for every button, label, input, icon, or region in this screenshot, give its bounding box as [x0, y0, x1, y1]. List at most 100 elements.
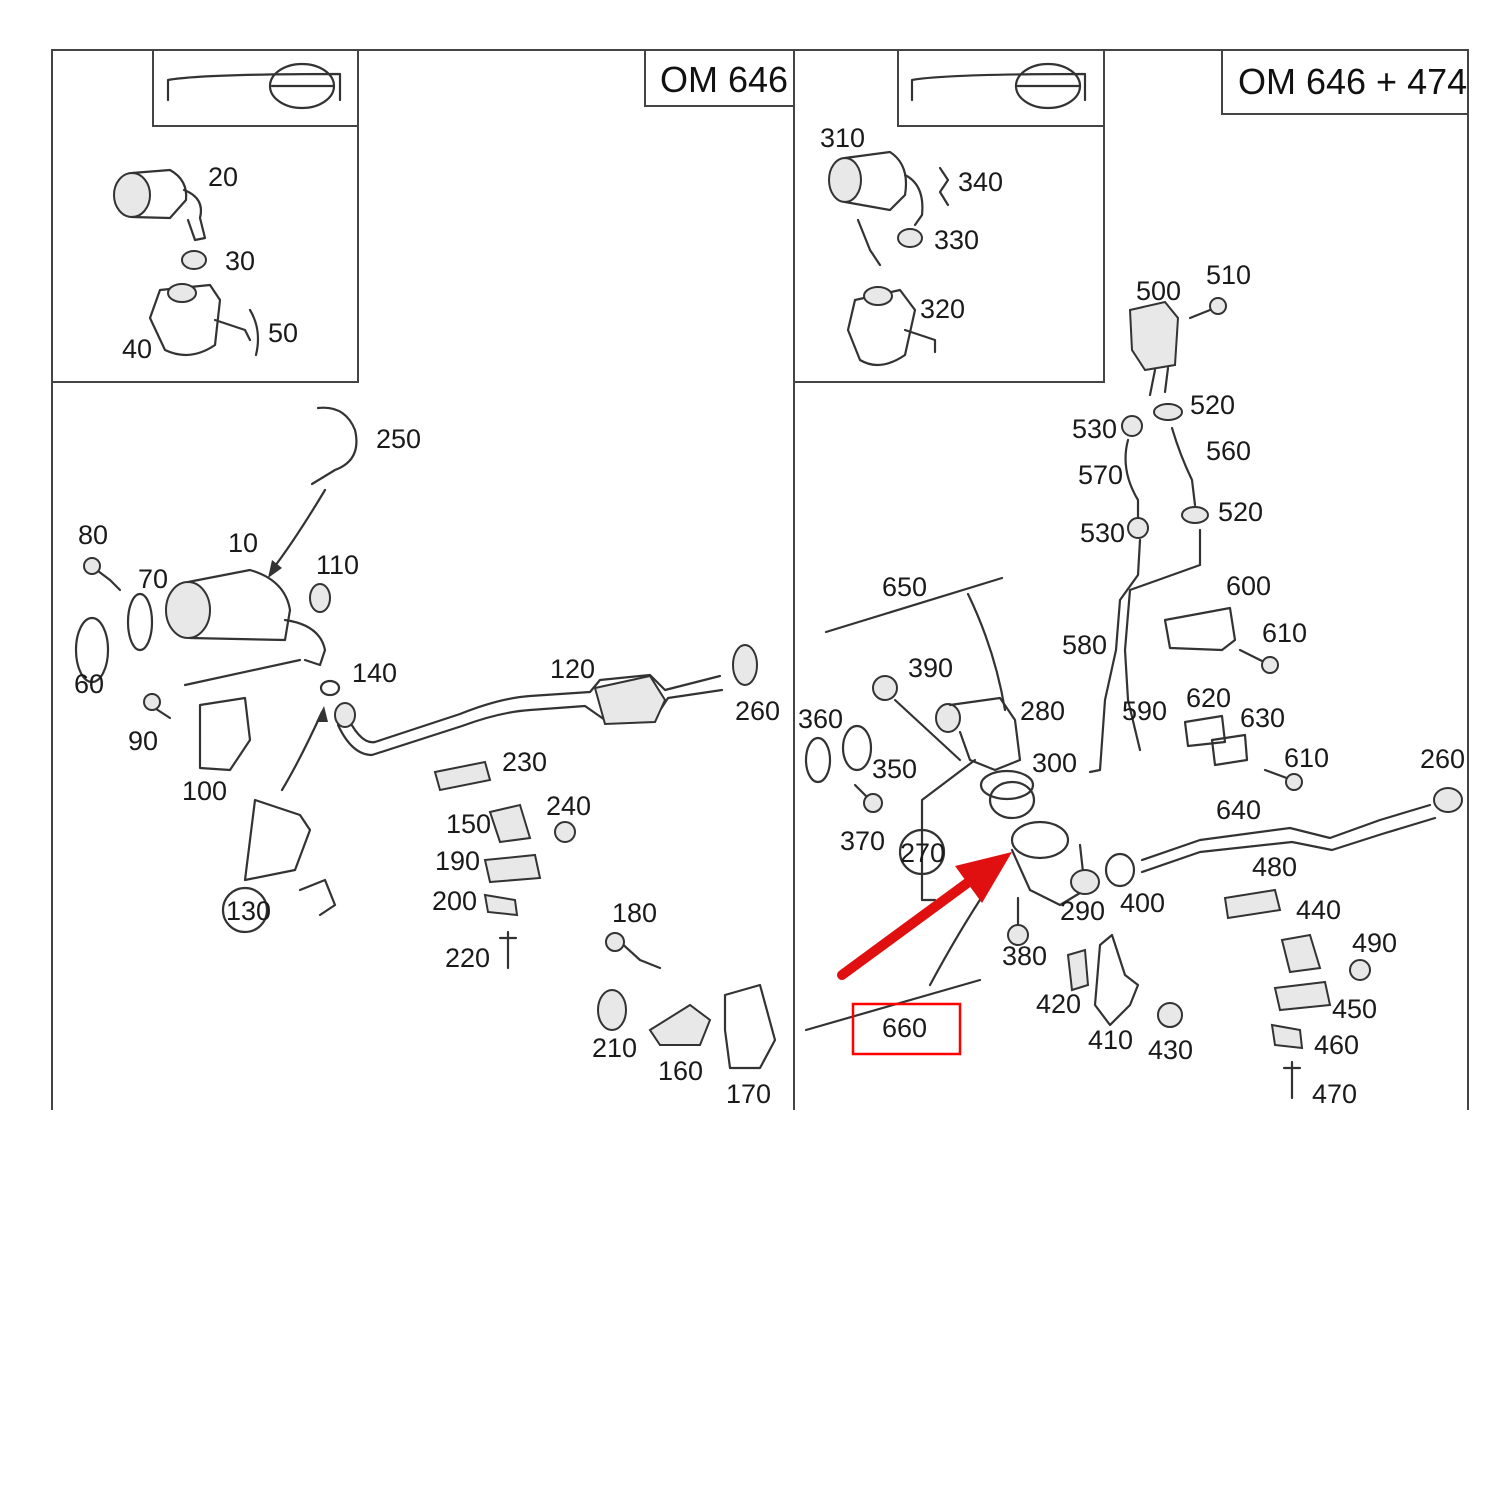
- callout-label: 90: [128, 726, 158, 756]
- highlight-arrow: [837, 852, 1012, 980]
- callout-label: 180: [612, 898, 657, 928]
- callout-label: 580: [1062, 630, 1107, 660]
- callout-label: 370: [840, 826, 885, 856]
- callout-label: 10: [228, 528, 258, 558]
- rubber-mount-440: [1280, 933, 1322, 974]
- callout-label: 20: [208, 162, 238, 192]
- callout-label: 640: [1216, 795, 1261, 825]
- callout-label: 320: [920, 294, 965, 324]
- callout-label: 260: [1420, 744, 1465, 774]
- vehicle-icon: [910, 62, 1087, 110]
- clamp-260: [1433, 787, 1463, 813]
- clamp-360: [804, 736, 832, 784]
- callout-label: 520: [1190, 390, 1235, 420]
- right-vehicle-icon-box: [897, 49, 1105, 127]
- bolt-180: [616, 938, 662, 970]
- callout-label: 340: [958, 167, 1003, 197]
- valve-160: [648, 1003, 712, 1046]
- callout-label: 80: [78, 520, 108, 550]
- inset-dpf-parts: [828, 150, 950, 367]
- right-title-box: [1221, 49, 1469, 115]
- callout-label: 300: [1032, 748, 1077, 778]
- callout-label: 170: [726, 1079, 771, 1109]
- callout-label: 530: [1080, 518, 1125, 548]
- clamp-530-lower: [1127, 517, 1149, 539]
- rubber-mount-150: [488, 803, 532, 844]
- callout-label: 60: [74, 669, 104, 699]
- callout-label: 610: [1284, 743, 1329, 773]
- callout-label: 210: [592, 1033, 637, 1063]
- bracket-170: [723, 983, 777, 1070]
- nut-490: [1349, 959, 1371, 981]
- catalyst-10: [74, 557, 331, 684]
- bolt-460: [1270, 1023, 1304, 1050]
- callout-label: 100: [182, 776, 227, 806]
- exhaust-pipe-120: [334, 644, 758, 757]
- callout-label: 510: [1206, 260, 1251, 290]
- leader-line: [920, 758, 977, 902]
- callout-label: 420: [1036, 989, 1081, 1019]
- callout-label: 570: [1078, 460, 1123, 490]
- right-panel-title: OM 646 + 474: [1238, 61, 1467, 102]
- callout-label: 590: [1122, 696, 1167, 726]
- callout-label: 310: [820, 123, 865, 153]
- callout-label: 610: [1262, 618, 1307, 648]
- callout-label: 560: [1206, 436, 1251, 466]
- callout-label: 630: [1240, 703, 1285, 733]
- callout-label: 620: [1186, 683, 1231, 713]
- callout-label-highlighted: 660: [882, 1013, 927, 1043]
- callout-label: 290: [1060, 896, 1105, 926]
- callout-label: 50: [268, 318, 298, 348]
- sensor-210: [597, 989, 627, 1031]
- callout-label: 350: [872, 754, 917, 784]
- callout-label: 430: [1148, 1035, 1193, 1065]
- callout-label: 480: [1252, 852, 1297, 882]
- left-panel: OM 646: [51, 49, 795, 1109]
- callout-label: 280: [1020, 696, 1065, 726]
- catalyst-280: [935, 696, 1036, 820]
- pipe-640: [1140, 803, 1432, 862]
- left-vehicle-icon-box: [152, 49, 359, 127]
- hose-560: [1170, 426, 1197, 507]
- o-ring-140: [319, 679, 341, 697]
- bolt-220: [498, 930, 518, 970]
- clamp-520-lower: [1181, 506, 1209, 524]
- plate-630: [1210, 733, 1249, 767]
- callout-label: 650: [882, 572, 927, 602]
- converter-290: [1010, 820, 1100, 907]
- mount-420: [1066, 948, 1090, 992]
- callout-label: 250: [376, 424, 421, 454]
- callout-label: 460: [1314, 1030, 1359, 1060]
- callout-label: 410: [1088, 1025, 1133, 1055]
- inset-catalyst-part: [113, 168, 260, 357]
- callout-label: 120: [550, 654, 595, 684]
- clamp-530: [1121, 415, 1143, 437]
- leader-arrow: [966, 592, 1007, 712]
- nut-430: [1157, 1002, 1183, 1028]
- callout-label: 390: [908, 653, 953, 683]
- callout-label: 140: [352, 658, 397, 688]
- hose-570: [1124, 438, 1140, 522]
- leader-line: [183, 658, 302, 687]
- bracket-100: [198, 696, 252, 772]
- callout-label: 450: [1332, 994, 1377, 1024]
- arrow-head: [268, 560, 282, 578]
- callout-label: 520: [1218, 497, 1263, 527]
- callout-label: 600: [1226, 571, 1271, 601]
- bracket-130: [243, 798, 312, 882]
- bolt-200: [483, 893, 519, 917]
- callout-label: 230: [502, 747, 547, 777]
- callout-label: 30: [225, 246, 255, 276]
- pressure-sensor-500: [1128, 300, 1180, 372]
- left-panel-title: OM 646: [660, 59, 788, 100]
- callout-label: 530: [1072, 414, 1117, 444]
- callout-label: 160: [658, 1056, 703, 1086]
- clamp-480: [1223, 888, 1282, 920]
- callout-label: 190: [435, 846, 480, 876]
- bracket-600: [1163, 606, 1237, 652]
- pipe-580: [1088, 538, 1142, 774]
- gasket-350: [841, 724, 873, 772]
- callout-label: 150: [446, 809, 491, 839]
- line-650: [824, 576, 1004, 634]
- callout-label: 110: [316, 550, 359, 580]
